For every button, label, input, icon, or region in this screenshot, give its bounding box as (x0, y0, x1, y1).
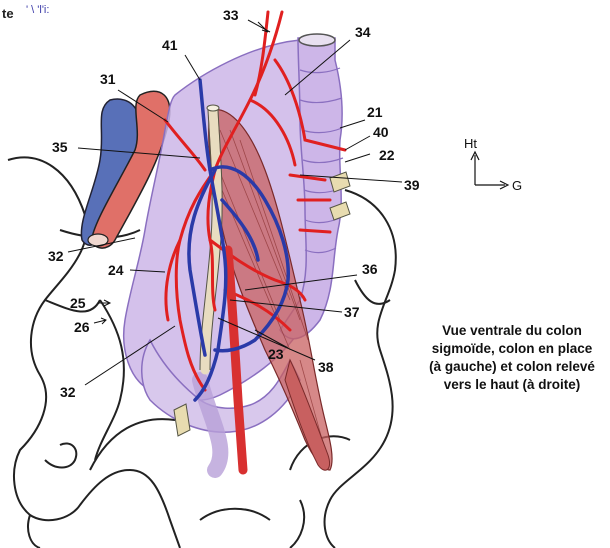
label-39: 39 (404, 178, 420, 192)
label-21: 21 (367, 105, 383, 119)
label-24: 24 (108, 263, 124, 277)
orientation-arrows (471, 152, 508, 189)
label-38: 38 (318, 360, 334, 374)
label-40: 40 (373, 125, 389, 139)
label-34: 34 (355, 25, 371, 39)
colon-cut-end (299, 34, 335, 46)
orientation-up-label: Ht (464, 136, 477, 151)
label-25: 25 (70, 296, 86, 310)
label-22: 22 (379, 148, 395, 162)
label-35: 35 (52, 140, 68, 154)
label-33: 33 (223, 8, 239, 22)
figure-caption: Vue ventrale du colon sigmoïde, colon en… (412, 322, 610, 394)
caption-line-1: Vue ventrale du colon (412, 322, 610, 340)
caption-line-3: (à gauche) et colon relevé (412, 358, 610, 376)
label-41: 41 (162, 38, 178, 52)
label-26: 26 (74, 320, 90, 334)
label-32-lower: 32 (60, 385, 76, 399)
label-23: 23 (268, 347, 284, 361)
label-37: 37 (344, 305, 360, 319)
caption-line-2: sigmoïde, colon en place (412, 340, 610, 358)
label-32-upper: 32 (48, 249, 64, 263)
ureter-cut (207, 105, 219, 111)
caption-line-4: vers le haut (à droite) (412, 376, 610, 394)
label-36: 36 (362, 262, 378, 276)
corner-text: te (2, 6, 14, 21)
label-31: 31 (100, 72, 116, 86)
orientation-left-label: G (512, 178, 522, 193)
corner-blue-text: ' \ 'l'i: (26, 4, 49, 16)
